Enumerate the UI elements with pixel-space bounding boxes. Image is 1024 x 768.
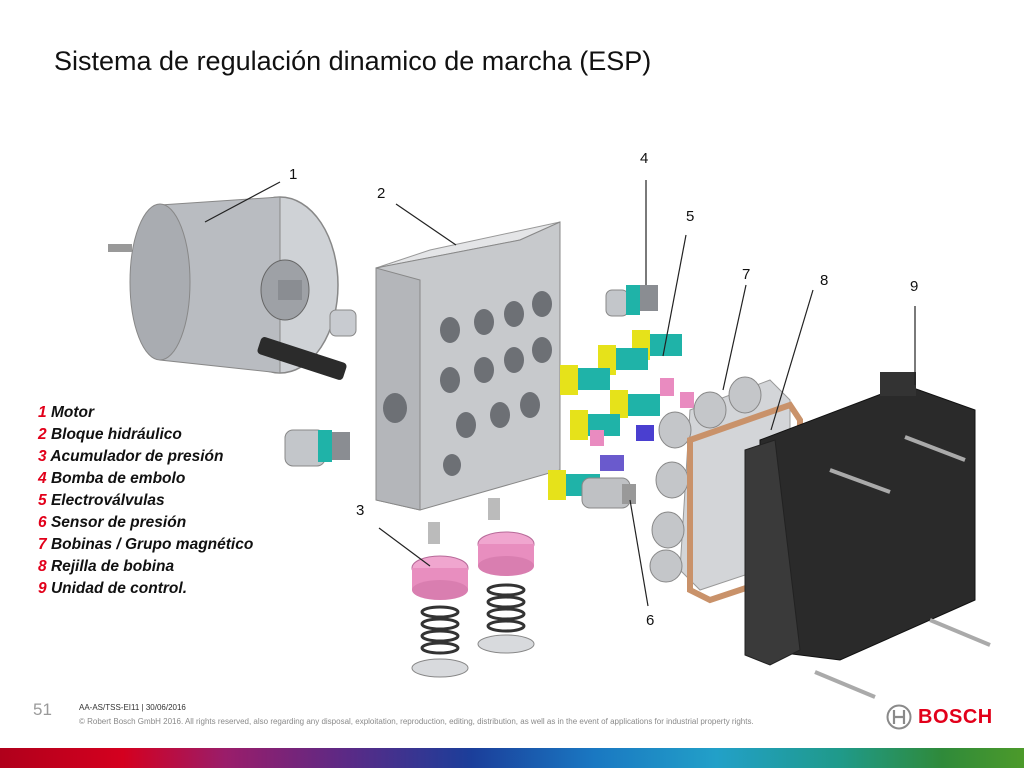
legend-text: Bomba de embolo bbox=[50, 470, 186, 487]
callout-4: 4 bbox=[640, 150, 649, 167]
legend-item: 7 Bobinas / Grupo magnético bbox=[38, 534, 253, 556]
brand-stripe bbox=[0, 748, 1024, 768]
legend-number: 8 bbox=[38, 558, 47, 575]
legend-number: 7 bbox=[38, 536, 47, 553]
legend-number: 2 bbox=[38, 426, 47, 443]
pump-element-left bbox=[284, 429, 350, 467]
legend-item: 8 Rejilla de bobina bbox=[38, 556, 253, 578]
legend-item: 6 Sensor de presión bbox=[38, 512, 253, 534]
eccentric-part bbox=[329, 309, 357, 337]
callout-5: 5 bbox=[686, 208, 695, 225]
legend-text: Motor bbox=[50, 404, 94, 421]
pump-element-top bbox=[605, 285, 658, 317]
legend-text: Bobinas / Grupo magnético bbox=[50, 536, 254, 553]
document-meta: AA-AS/TSS-EI11 | 30/06/2016 bbox=[79, 703, 186, 712]
callout-2: 2 bbox=[377, 185, 386, 202]
legend-number: 6 bbox=[38, 514, 47, 531]
legend-number: 9 bbox=[38, 580, 47, 597]
pressure-accumulators bbox=[411, 498, 535, 678]
pressure-sensor bbox=[581, 477, 636, 509]
callout-3: 3 bbox=[356, 502, 365, 519]
legend-number: 4 bbox=[38, 470, 47, 487]
legend-item: 3 Acumulador de presión bbox=[38, 446, 253, 468]
callout-1: 1 bbox=[289, 166, 298, 183]
bosch-armature-icon bbox=[886, 704, 912, 730]
callout-7: 7 bbox=[742, 266, 751, 283]
callout-8: 8 bbox=[820, 272, 829, 289]
legend-text: Bloque hidráulico bbox=[50, 426, 182, 443]
control-unit bbox=[744, 372, 991, 699]
legend-item: 9 Unidad de control. bbox=[38, 578, 253, 600]
callout-6: 6 bbox=[646, 612, 655, 629]
legend-item: 1 Motor bbox=[38, 402, 253, 424]
bosch-logo: BOSCH bbox=[886, 703, 993, 731]
legend-number: 3 bbox=[38, 448, 47, 465]
esp-exploded-diagram bbox=[108, 180, 991, 699]
legend-text: Rejilla de bobina bbox=[50, 558, 175, 575]
legend-item: 2 Bloque hidráulico bbox=[38, 424, 253, 446]
motor-illustration bbox=[108, 196, 347, 380]
parts-legend: 1 Motor 2 Bloque hidráulico 3 Acumulador… bbox=[38, 402, 253, 600]
legend-item: 4 Bomba de embolo bbox=[38, 468, 253, 490]
legend-number: 5 bbox=[38, 492, 47, 509]
slide-title: Sistema de regulación dinamico de marcha… bbox=[54, 46, 652, 76]
page-number: 51 bbox=[33, 700, 52, 719]
hydraulic-block-illustration bbox=[375, 221, 561, 511]
legend-text: Acumulador de presión bbox=[50, 448, 224, 465]
legend-text: Unidad de control. bbox=[50, 580, 187, 597]
solenoid-valves bbox=[548, 330, 694, 500]
copyright-notice: © Robert Bosch GmbH 2016. All rights res… bbox=[79, 717, 754, 726]
logo-text: BOSCH bbox=[918, 705, 993, 728]
legend-text: Sensor de presión bbox=[50, 514, 187, 531]
legend-text: Electroválvulas bbox=[50, 492, 165, 509]
legend-item: 5 Electroválvulas bbox=[38, 490, 253, 512]
legend-number: 1 bbox=[38, 404, 47, 421]
callout-9: 9 bbox=[910, 278, 919, 295]
leader-lines bbox=[204, 180, 916, 607]
